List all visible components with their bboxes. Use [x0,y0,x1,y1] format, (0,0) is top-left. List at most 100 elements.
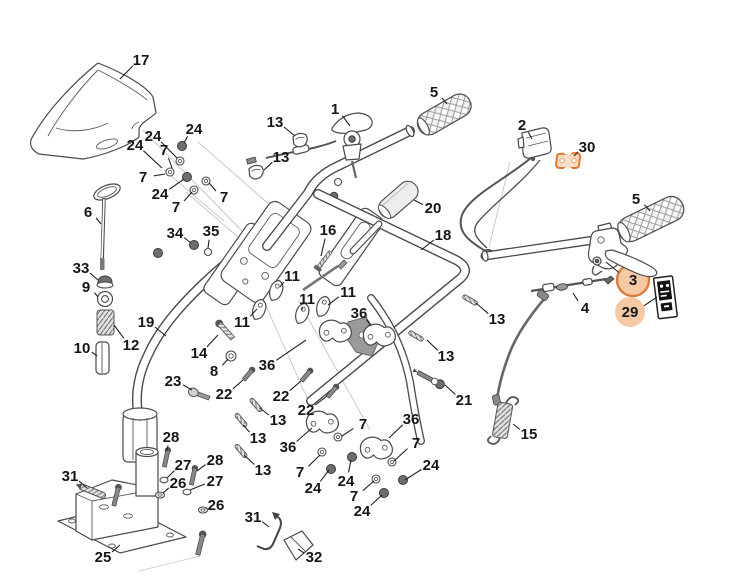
part-callout-34[interactable]: 34 [167,225,184,242]
part-callout-23[interactable]: 23 [165,373,182,390]
part-callout-11[interactable]: 11 [284,268,300,285]
part-callout-24[interactable]: 24 [186,121,203,138]
part-callout-11[interactable]: 11 [234,314,250,331]
part-callout-36[interactable]: 36 [280,439,297,456]
part-callout-15[interactable]: 15 [521,426,538,443]
part-callout-30[interactable]: 30 [579,139,596,156]
part-callout-26[interactable]: 26 [208,497,225,514]
part-callout-2[interactable]: 2 [518,117,526,134]
part-callout-24[interactable]: 24 [354,503,371,520]
leader-line-11 [327,296,340,306]
part-callout-19[interactable]: 19 [138,314,155,331]
part-callout-13[interactable]: 13 [489,311,506,328]
part-callout-11[interactable]: 11 [299,291,315,308]
part-callout-7[interactable]: 7 [296,464,304,481]
part-callout-24[interactable]: 24 [305,480,322,497]
part-callout-22[interactable]: 22 [216,386,233,403]
part-callout-6[interactable]: 6 [84,204,92,221]
part-callout-5[interactable]: 5 [632,191,640,208]
part-callout-21[interactable]: 21 [456,392,473,409]
part-callout-33[interactable]: 33 [73,260,90,277]
part-callout-5[interactable]: 5 [430,84,438,101]
part-callout-9[interactable]: 9 [82,279,90,296]
handle-grip-part5-top [416,93,472,136]
leader-line-7 [183,191,193,202]
part-callout-28[interactable]: 28 [207,452,224,469]
part-callout-35[interactable]: 35 [203,223,220,240]
part-callout-36[interactable]: 36 [403,411,420,428]
leader-line-28 [166,445,169,452]
part-callout-8[interactable]: 8 [210,363,218,380]
part-callout-13[interactable]: 13 [270,412,287,429]
leader-line-36 [366,319,372,327]
leader-line-31 [261,521,270,528]
part-callout-24[interactable]: 24 [145,128,162,145]
part-callout-31[interactable]: 31 [62,468,79,485]
part-callout-7[interactable]: 7 [412,435,420,452]
part-callout-3[interactable]: 3 [629,272,637,289]
part-callout-7[interactable]: 7 [160,142,168,159]
part-callout-17[interactable]: 17 [133,52,150,69]
part-callout-22[interactable]: 22 [298,402,315,419]
part-callout-18[interactable]: 18 [435,227,452,244]
part-callout-11[interactable]: 11 [340,284,356,301]
part-callout-13[interactable]: 13 [250,430,267,447]
bolt-part16 [302,250,348,292]
leader-line-36 [388,424,404,439]
part-callout-4[interactable]: 4 [581,300,590,317]
part-callout-24[interactable]: 24 [338,473,355,490]
brake-lever-assembly-part3 [587,222,658,278]
part-callout-28[interactable]: 28 [163,429,180,446]
part-callout-32[interactable]: 32 [306,549,323,566]
bolt-part21 [412,368,445,390]
part-callout-29[interactable]: 29 [622,304,639,321]
part-callout-7[interactable]: 7 [350,488,358,505]
tension-rod-part6 [93,183,121,270]
spring-pin-part13-d [462,294,478,306]
leader-line-22 [314,395,328,406]
leader-line-13 [243,454,255,465]
part-callout-36[interactable]: 36 [351,305,368,322]
part-callout-13[interactable]: 13 [273,149,290,166]
part-callout-7[interactable]: 7 [220,189,228,206]
tube-clamp-part36-d [359,436,393,460]
part-callout-36[interactable]: 36 [259,357,276,374]
part-callout-13[interactable]: 13 [255,462,272,479]
leader-line-7 [362,480,375,492]
part-callout-31[interactable]: 31 [245,509,262,526]
clamp-plate-part11-d [315,295,331,317]
part-callout-24[interactable]: 24 [423,457,440,474]
part-callout-7[interactable]: 7 [172,199,180,216]
clamp-plate-part11-c [294,302,310,324]
sleeve-part10 [95,341,110,375]
part-callout-12[interactable]: 12 [123,337,140,354]
part-callout-27[interactable]: 27 [207,473,224,490]
spring-part12 [96,309,115,336]
leader-line-3 [605,261,620,273]
leader-line-23 [182,384,193,391]
part-callout-25[interactable]: 25 [95,549,112,566]
tube-clamp-part36-a [318,319,352,343]
part-callout-27[interactable]: 27 [175,457,192,474]
part-callout-7[interactable]: 7 [139,169,147,186]
part-callout-26[interactable]: 26 [170,475,187,492]
leader-line-4 [572,292,579,302]
leader-line-25 [111,544,121,553]
part-callout-13[interactable]: 13 [438,348,455,365]
part-callout-24[interactable]: 24 [152,186,169,203]
part-callout-13[interactable]: 13 [267,114,284,131]
part-callout-1[interactable]: 1 [331,101,339,118]
highlighted-bracket-part30[interactable] [554,150,582,172]
highlight-circle-29[interactable] [615,297,645,327]
part-callout-16[interactable]: 16 [320,222,337,239]
part-callout-22[interactable]: 22 [273,388,290,405]
part-callout-24[interactable]: 24 [127,137,144,154]
throttle-lever-part1 [245,112,373,179]
leader-line-2 [527,131,533,140]
leader-line-13 [259,407,270,416]
safety-label-part29 [652,275,678,320]
part-callout-7[interactable]: 7 [359,416,367,433]
part-callout-20[interactable]: 20 [425,200,442,217]
part-callout-14[interactable]: 14 [191,345,208,362]
part-callout-10[interactable]: 10 [74,340,91,357]
